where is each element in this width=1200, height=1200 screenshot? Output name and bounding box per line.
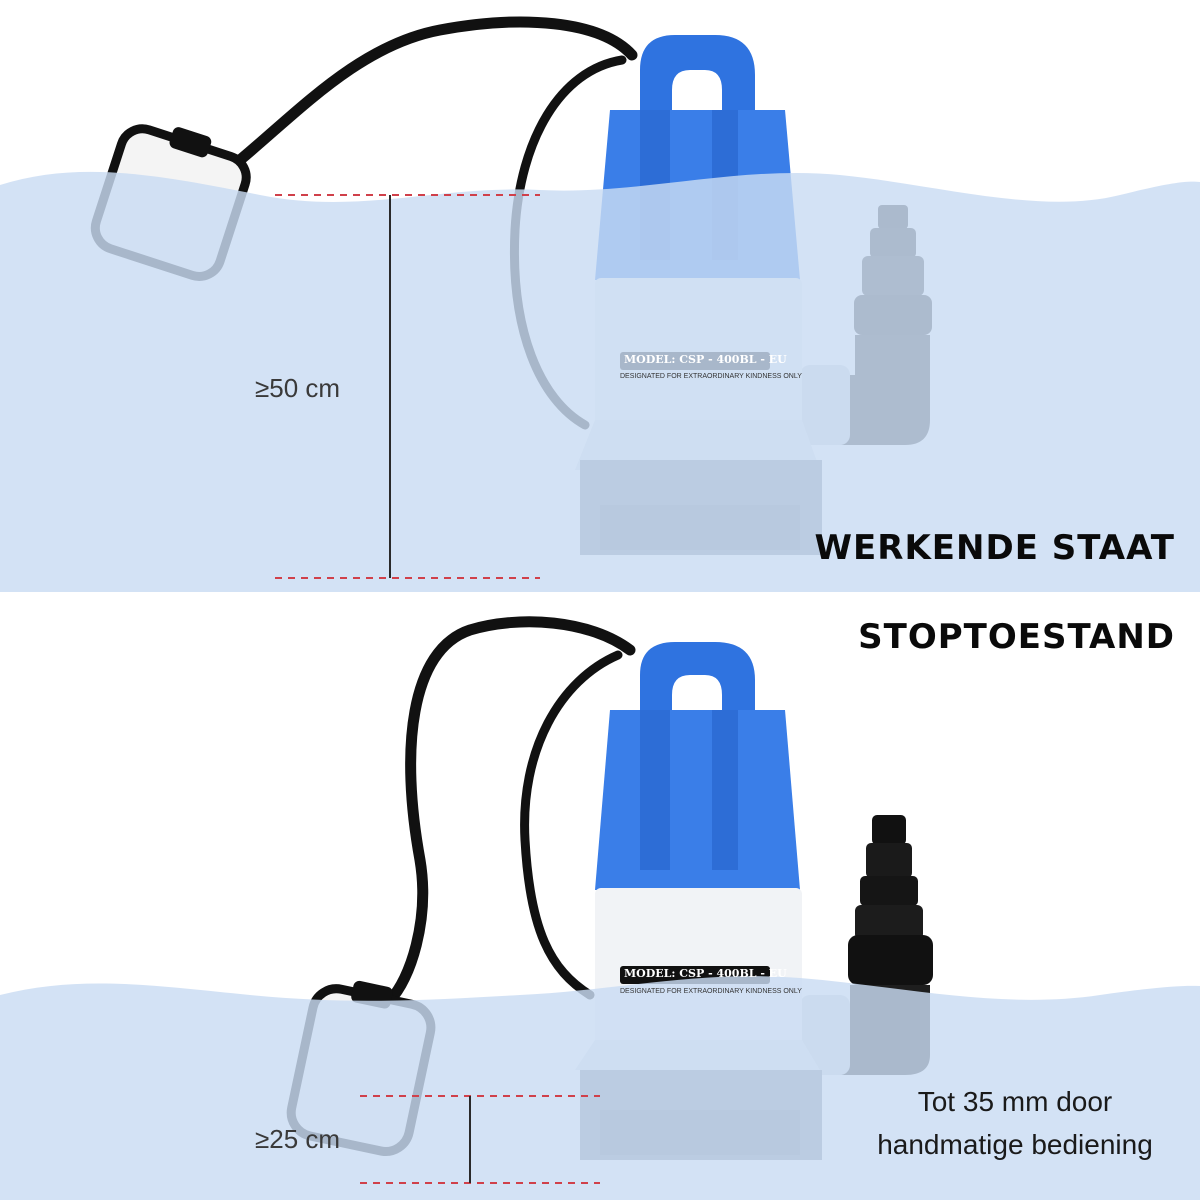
pump-model-label: MODEL: CSP - 400BL - EU [624,967,787,980]
power-cable [520,650,623,1000]
stop-state-panel: MODEL: CSP - 400BL - EU DESIGNATED FOR E… [0,600,1200,1200]
pump-model-label: MODEL: CSP - 400BL - EU [624,353,787,366]
manual-operation-note: Tot 35 mm door handmatige bediening [850,1080,1180,1166]
water-surface [0,976,1200,1200]
stop-state-illustration [0,616,1200,1200]
panel-divider [0,592,1200,606]
note-line-2: handmatige bediening [877,1129,1153,1160]
stop-distance-label: ≥25 cm [255,1124,341,1154]
working-distance-label: ≥50 cm [255,373,341,403]
water-surface [0,171,1200,593]
pump-designation-label: DESIGNATED FOR EXTRAORDINARY KINDNESS ON… [620,988,802,995]
pump-designation-label: DESIGNATED FOR EXTRAORDINARY KINDNESS ON… [620,373,802,380]
working-state-title: WERKENDE STAAT [814,528,1175,568]
note-line-1: Tot 35 mm door [917,1086,1113,1117]
working-state-illustration [0,16,1200,593]
working-state-panel: MODEL: CSP - 400BL - EU DESIGNATED FOR E… [0,16,1200,593]
float-cable [234,16,638,166]
stop-state-title: STOPTOESTAND [858,617,1175,657]
float-cable [384,616,636,1006]
